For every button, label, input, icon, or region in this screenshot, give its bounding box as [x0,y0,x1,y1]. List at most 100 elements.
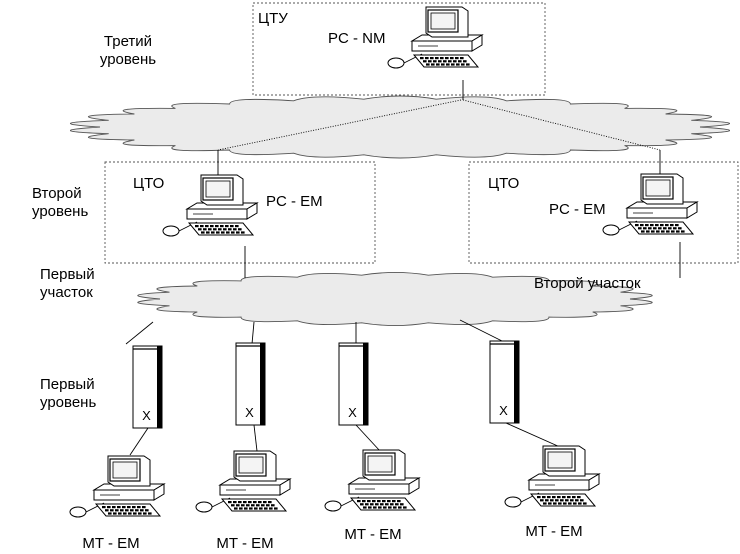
terminal-2-computer-key [266,504,270,507]
center-left-pc-label: PC - EM [266,193,323,210]
terminal-1-computer-key [127,506,131,509]
terminal-2-computer-key [241,504,245,507]
pc-right-computer-key [660,224,664,227]
pc-left-computer-key [208,228,212,231]
terminal-4-computer-key [550,499,554,502]
terminal-4-computer-key [577,496,581,499]
pc-right-computer-key [643,227,647,230]
terminal-2-computer-key [249,507,253,510]
pc-left-computer-key [233,228,237,231]
pc-right-computer-key [656,230,660,233]
terminal-2-computer-key [268,501,272,504]
section-first-line1: Первый [40,266,95,283]
terminal-1-computer-key [138,512,142,515]
terminal-3-computer-key [362,500,366,503]
pc-right-computer-key [651,230,655,233]
terminal-4-computer-key [555,499,559,502]
pc-left-computer-key [231,231,235,234]
center-right-pc-label: PC - EM [549,201,606,218]
pc-left-computer-case-side [246,202,258,220]
pc-top-computer-case-side [471,34,483,52]
pc-left-computer-key [206,231,210,234]
terminal-1-computer-key [133,512,137,515]
pc-right-computer-key [641,230,645,233]
terminal-4-computer-key [562,496,566,499]
level-first-line1: Первый [40,376,95,393]
terminal-4-computer-key [580,499,584,502]
terminal-2-computer-key [233,501,237,504]
center-top-box [252,2,546,96]
terminal-4-computer-key [575,499,579,502]
level-third-label: Третий уровень [88,33,168,69]
pc-top-computer-key [430,57,434,60]
pc-left-computer-key [201,231,205,234]
pc-right-computer-key [670,224,674,227]
terminal-3-computer-key [360,503,364,506]
terminal-1-computer-key [143,512,147,515]
terminal-1-computer-key [108,512,112,515]
link-cloud-unit-4 [459,319,509,345]
terminal-2-computer-key [236,504,240,507]
pc-right-computer-key [678,227,682,230]
pc-left-computer-key [205,225,209,228]
terminal-1-computer-key [118,512,122,515]
terminal-4-computer-key [543,502,547,505]
terminal-1-computer-screen-inner [112,461,138,479]
terminal-3-computer-key [395,503,399,506]
terminal-4-computer-key [548,502,552,505]
pc-top-computer [387,6,484,69]
bottom-network-cloud-shape [137,272,653,326]
terminal-1-computer-key [137,506,141,509]
terminal-4-computer-key [545,499,549,502]
terminal-1-computer-key [125,509,129,512]
pc-right-computer-key [671,230,675,233]
device-unit-4-mark: X [499,403,508,418]
terminal-4-computer-screen-inner [547,451,573,469]
terminal-4-computer-key [583,502,587,505]
terminal-1-computer-key [123,512,127,515]
pc-left-computer-key [215,225,219,228]
terminal-4-computer-key [537,496,541,499]
pc-top-computer-key [451,63,455,66]
pc-top-computer-key [461,63,465,66]
terminal-3-computer-key [382,500,386,503]
pc-left-computer-key [238,228,242,231]
terminal-2-computer-key [261,504,265,507]
section-first-label: Первый участок [40,266,95,302]
terminal-3-computer-key [363,506,367,509]
level-second-line1: Второй [32,185,82,202]
terminal-2-computer-key [256,504,260,507]
pc-right-computer [602,173,699,236]
terminal-3-computer-key [398,506,402,509]
level-third-line1: Третий [103,33,153,50]
pc-top-computer-key [458,60,462,63]
terminal-4-computer-key [568,502,572,505]
pc-right-computer-key [661,230,665,233]
device-unit-2: X [235,342,266,426]
terminal-3-computer-key [375,503,379,506]
terminal-4-computer-key [540,499,544,502]
device-unit-1-mark: X [142,408,151,423]
pc-top-computer-key [433,60,437,63]
pc-left-computer-key [241,231,245,234]
pc-left-computer-key [211,231,215,234]
center-top-name: ЦТУ [258,10,288,27]
level-first-label: Первый уровень [40,376,96,412]
pc-left-computer-key [216,231,220,234]
pc-left-computer [162,174,259,237]
terminal-3-computer-key [390,503,394,506]
terminal-4-computer-key [565,499,569,502]
terminal-1-computer-mouse-icon [69,506,87,518]
terminal-2-computer-key [248,501,252,504]
pc-top-computer-key [438,60,442,63]
pc-top-computer-key [441,63,445,66]
terminal-3-computer-screen-inner [367,455,393,473]
pc-top-computer-key [440,57,444,60]
terminal-1-computer-key [107,506,111,509]
pc-left-computer-key [235,225,239,228]
pc-left-computer-key [225,225,229,228]
pc-right-computer-key [681,230,685,233]
terminal-1-computer-key [142,506,146,509]
device-unit-4-edge [514,341,519,423]
